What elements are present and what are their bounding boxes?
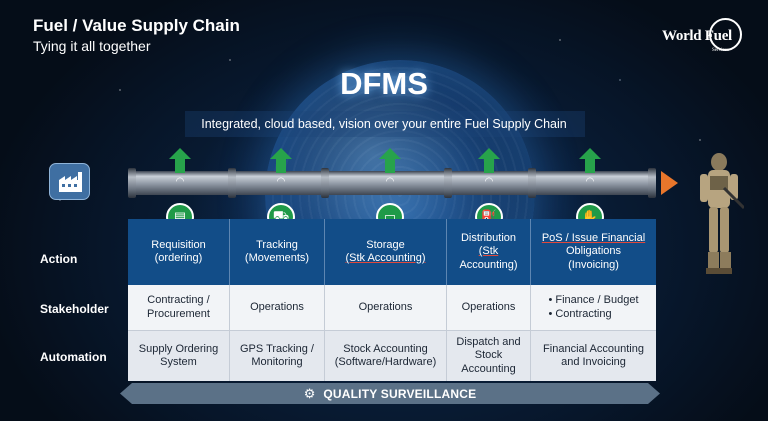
wifi-icon: ◠ — [585, 176, 595, 187]
cell-line: (Movements) — [244, 252, 310, 264]
stakeholder-cell-pos: • Finance / Budget• Contracting — [531, 285, 656, 331]
cell-line: Supply Ordering — [138, 342, 219, 355]
cell-line: Requisition — [151, 238, 206, 251]
bullet-item: • Finance / Budget — [548, 294, 639, 306]
cell-line: Distribution — [460, 231, 517, 244]
arrow-up-icon — [379, 148, 401, 173]
arrow-up-icon — [169, 148, 191, 173]
slide-subtitle: Tying it all together — [33, 38, 151, 54]
action-cell-storage: Storage(Stk Accounting) — [325, 219, 447, 285]
wifi-icon: ◠ — [175, 176, 185, 187]
arrow-up-icon — [579, 148, 601, 173]
cell-line: Accounting) — [459, 258, 518, 271]
cell-line: Contracting / — [147, 294, 210, 306]
cell-line: and Invoicing — [561, 356, 626, 368]
logo-globe-icon — [709, 18, 742, 51]
cell-line: Storage — [366, 238, 405, 251]
cell-line: Monitoring — [251, 356, 303, 368]
quality-surveillance-label: QUALITY SURVEILLANCE — [323, 386, 477, 401]
cell-line: (Invoicing) — [568, 258, 619, 271]
arrow-up-icon — [270, 148, 292, 173]
pipeline — [128, 171, 656, 195]
pipe-joint — [128, 168, 136, 198]
cell-line: (Software/Hardware) — [334, 356, 437, 368]
wifi-icon: ◠ — [276, 176, 286, 187]
pipe-joint — [321, 168, 329, 198]
action-cell-requisition: Requisition(ordering) — [128, 219, 230, 285]
cell-line: (ordering) — [154, 252, 203, 264]
row-label-action: Action — [40, 252, 78, 266]
cell-line: Operations — [461, 300, 516, 313]
bullet-item: • Contracting — [548, 307, 612, 320]
cell-line: (Stk Accounting) — [345, 252, 426, 264]
world-fuel-logo: World Fuel Services — [662, 18, 744, 56]
pipe-joint — [228, 168, 236, 198]
cell-line: Obligations — [565, 245, 622, 258]
automation-cell-storage: Stock Accounting(Software/Hardware) — [325, 331, 447, 381]
stakeholder-cell-tracking: Operations — [230, 285, 325, 331]
cell-line: Stock Accounting — [343, 342, 428, 355]
arrow-up-icon — [478, 148, 500, 173]
logo-text: World Fuel — [662, 28, 732, 44]
wifi-icon: ◠ — [484, 176, 494, 187]
stakeholder-cell-distribution: Operations — [447, 285, 531, 331]
tagline-text: Integrated, cloud based, vision over you… — [201, 117, 567, 131]
cell-line: Accounting — [461, 362, 516, 375]
cell-line: Financial Accounting — [543, 342, 644, 355]
cell-line: System — [160, 356, 197, 368]
slide-title: Fuel / Value Supply Chain — [33, 16, 240, 35]
cell-line: Operations — [358, 300, 413, 313]
pipe-joint — [648, 168, 656, 198]
automation-cell-tracking: GPS Tracking /Monitoring — [230, 331, 325, 381]
cell-line: Operations — [250, 300, 304, 313]
dfms-heading: DFMS — [340, 66, 428, 101]
network-icon: ⚙ — [303, 385, 316, 401]
arrow-right-icon — [661, 171, 678, 195]
tagline-band — [185, 111, 585, 137]
pipe-joint — [444, 168, 452, 198]
soldier-figure — [694, 152, 746, 280]
cell-line: Procurement — [147, 307, 210, 320]
cell-line: (Stk — [478, 245, 499, 258]
wifi-icon: ◠ — [385, 176, 395, 187]
row-label-automation: Automation — [40, 350, 107, 364]
factory-icon — [49, 163, 90, 200]
quality-surveillance-bar: ⚙ QUALITY SURVEILLANCE — [120, 383, 660, 404]
row-label-stakeholder: Stakeholder — [40, 302, 109, 316]
cell-line: GPS Tracking / — [240, 342, 314, 355]
stakeholder-cell-storage: Operations — [325, 285, 447, 331]
stakeholder-cell-requisition: Contracting /Procurement — [128, 285, 230, 331]
cell-line: Stock — [474, 349, 503, 362]
logo-subtext: Services — [712, 48, 729, 53]
pipe-joint — [528, 168, 536, 198]
cell-line: Tracking — [256, 238, 298, 251]
cell-line: PoS / Issue Financial — [541, 231, 646, 244]
action-cell-tracking: Tracking(Movements) — [230, 219, 325, 285]
cell-line: Dispatch and — [456, 335, 521, 348]
